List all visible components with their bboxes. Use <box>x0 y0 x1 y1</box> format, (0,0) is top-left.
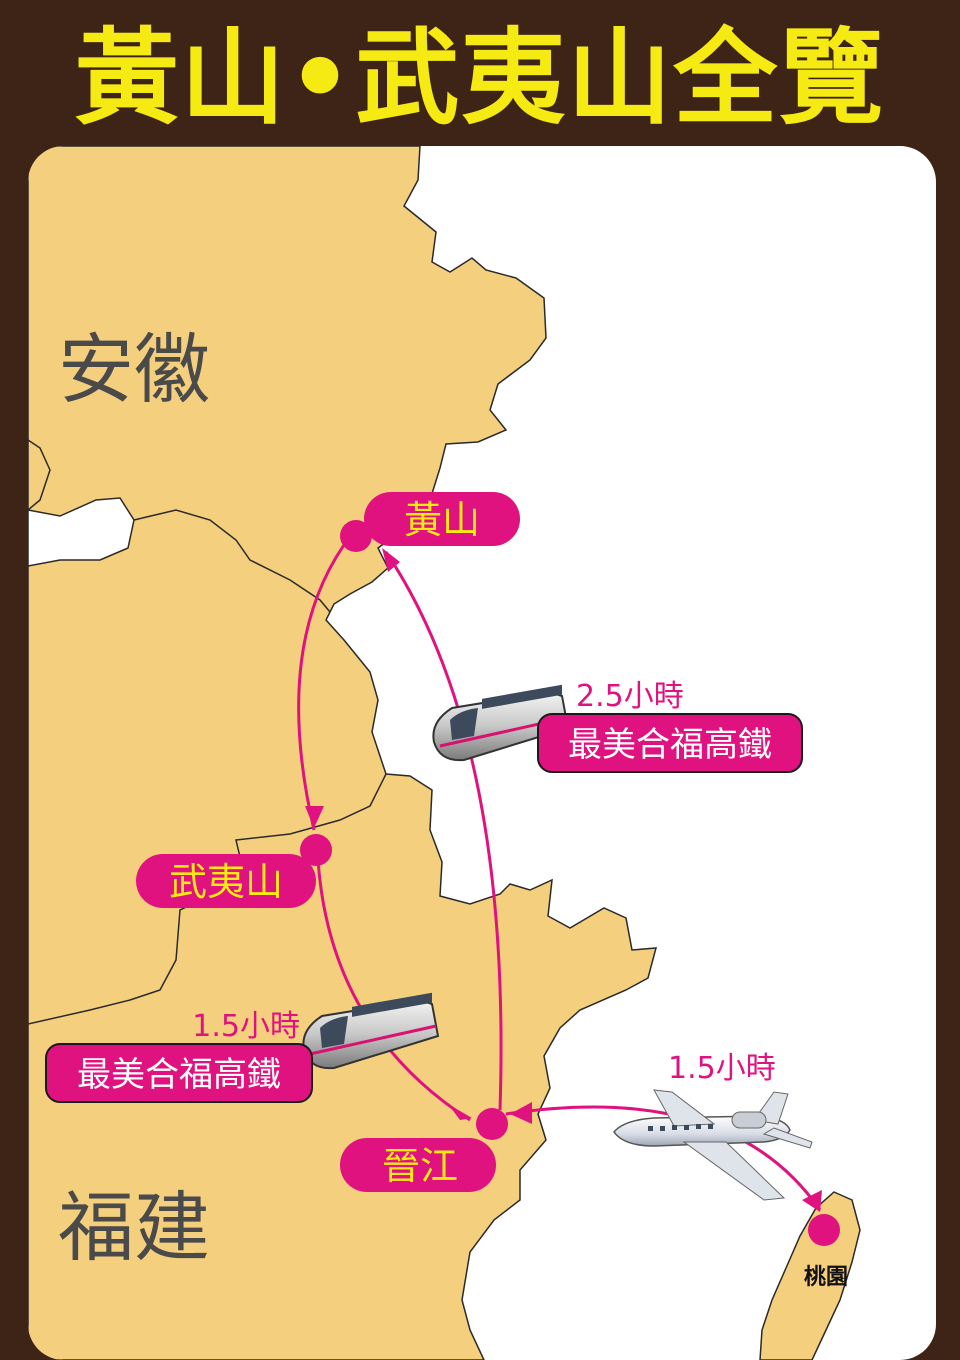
label-wuyishan: 武夷山 <box>169 860 283 904</box>
label-huangshan: 黃山 <box>404 498 480 542</box>
train-icon <box>432 684 570 762</box>
hsr-south-box <box>45 1043 313 1103</box>
province-border <box>133 509 331 613</box>
arrowhead-huangshan <box>382 548 400 572</box>
pill-jinjiang <box>340 1138 496 1192</box>
arrowhead-jinjiang-from-taoyuan <box>510 1102 532 1124</box>
page-title: 黃山•武夷山全覽 <box>74 17 886 139</box>
city-dot-jinjiang <box>476 1108 508 1140</box>
label-taoyuan: 桃園 <box>804 1265 848 1290</box>
pill-wuyishan <box>136 854 316 908</box>
arrowhead-taoyuan <box>802 1190 822 1212</box>
arrowhead-wuyishan <box>305 806 324 828</box>
region-fujian: 福建 <box>58 1183 210 1272</box>
city-dot-wuyishan <box>300 834 332 866</box>
duration-hsr-south: 1.5小時 <box>192 1009 300 1044</box>
arrowhead-jinjiang-from-wuyishan <box>448 1104 472 1120</box>
province-border-3 <box>28 439 51 511</box>
name-hsr-south: 最美合福高鐵 <box>77 1055 281 1095</box>
airplane-icon <box>613 1089 813 1201</box>
inlet-left <box>28 497 135 567</box>
region-anhui: 安徽 <box>58 325 210 414</box>
name-hsr-north: 最美合福高鐵 <box>568 725 772 765</box>
city-dot-taoyuan <box>808 1214 840 1246</box>
pill-huangshan <box>364 492 520 546</box>
route-jinjiang-huangshan <box>384 551 503 1111</box>
train-icon <box>302 992 440 1070</box>
label-jinjiang: 晉江 <box>382 1144 458 1188</box>
duration-hsr-north: 2.5小時 <box>576 679 684 714</box>
duration-flight: 1.5小時 <box>668 1051 776 1086</box>
city-dot-huangshan <box>340 520 372 552</box>
hsr-north-box <box>537 713 803 773</box>
route-huangshan-wuyishan <box>297 533 354 831</box>
